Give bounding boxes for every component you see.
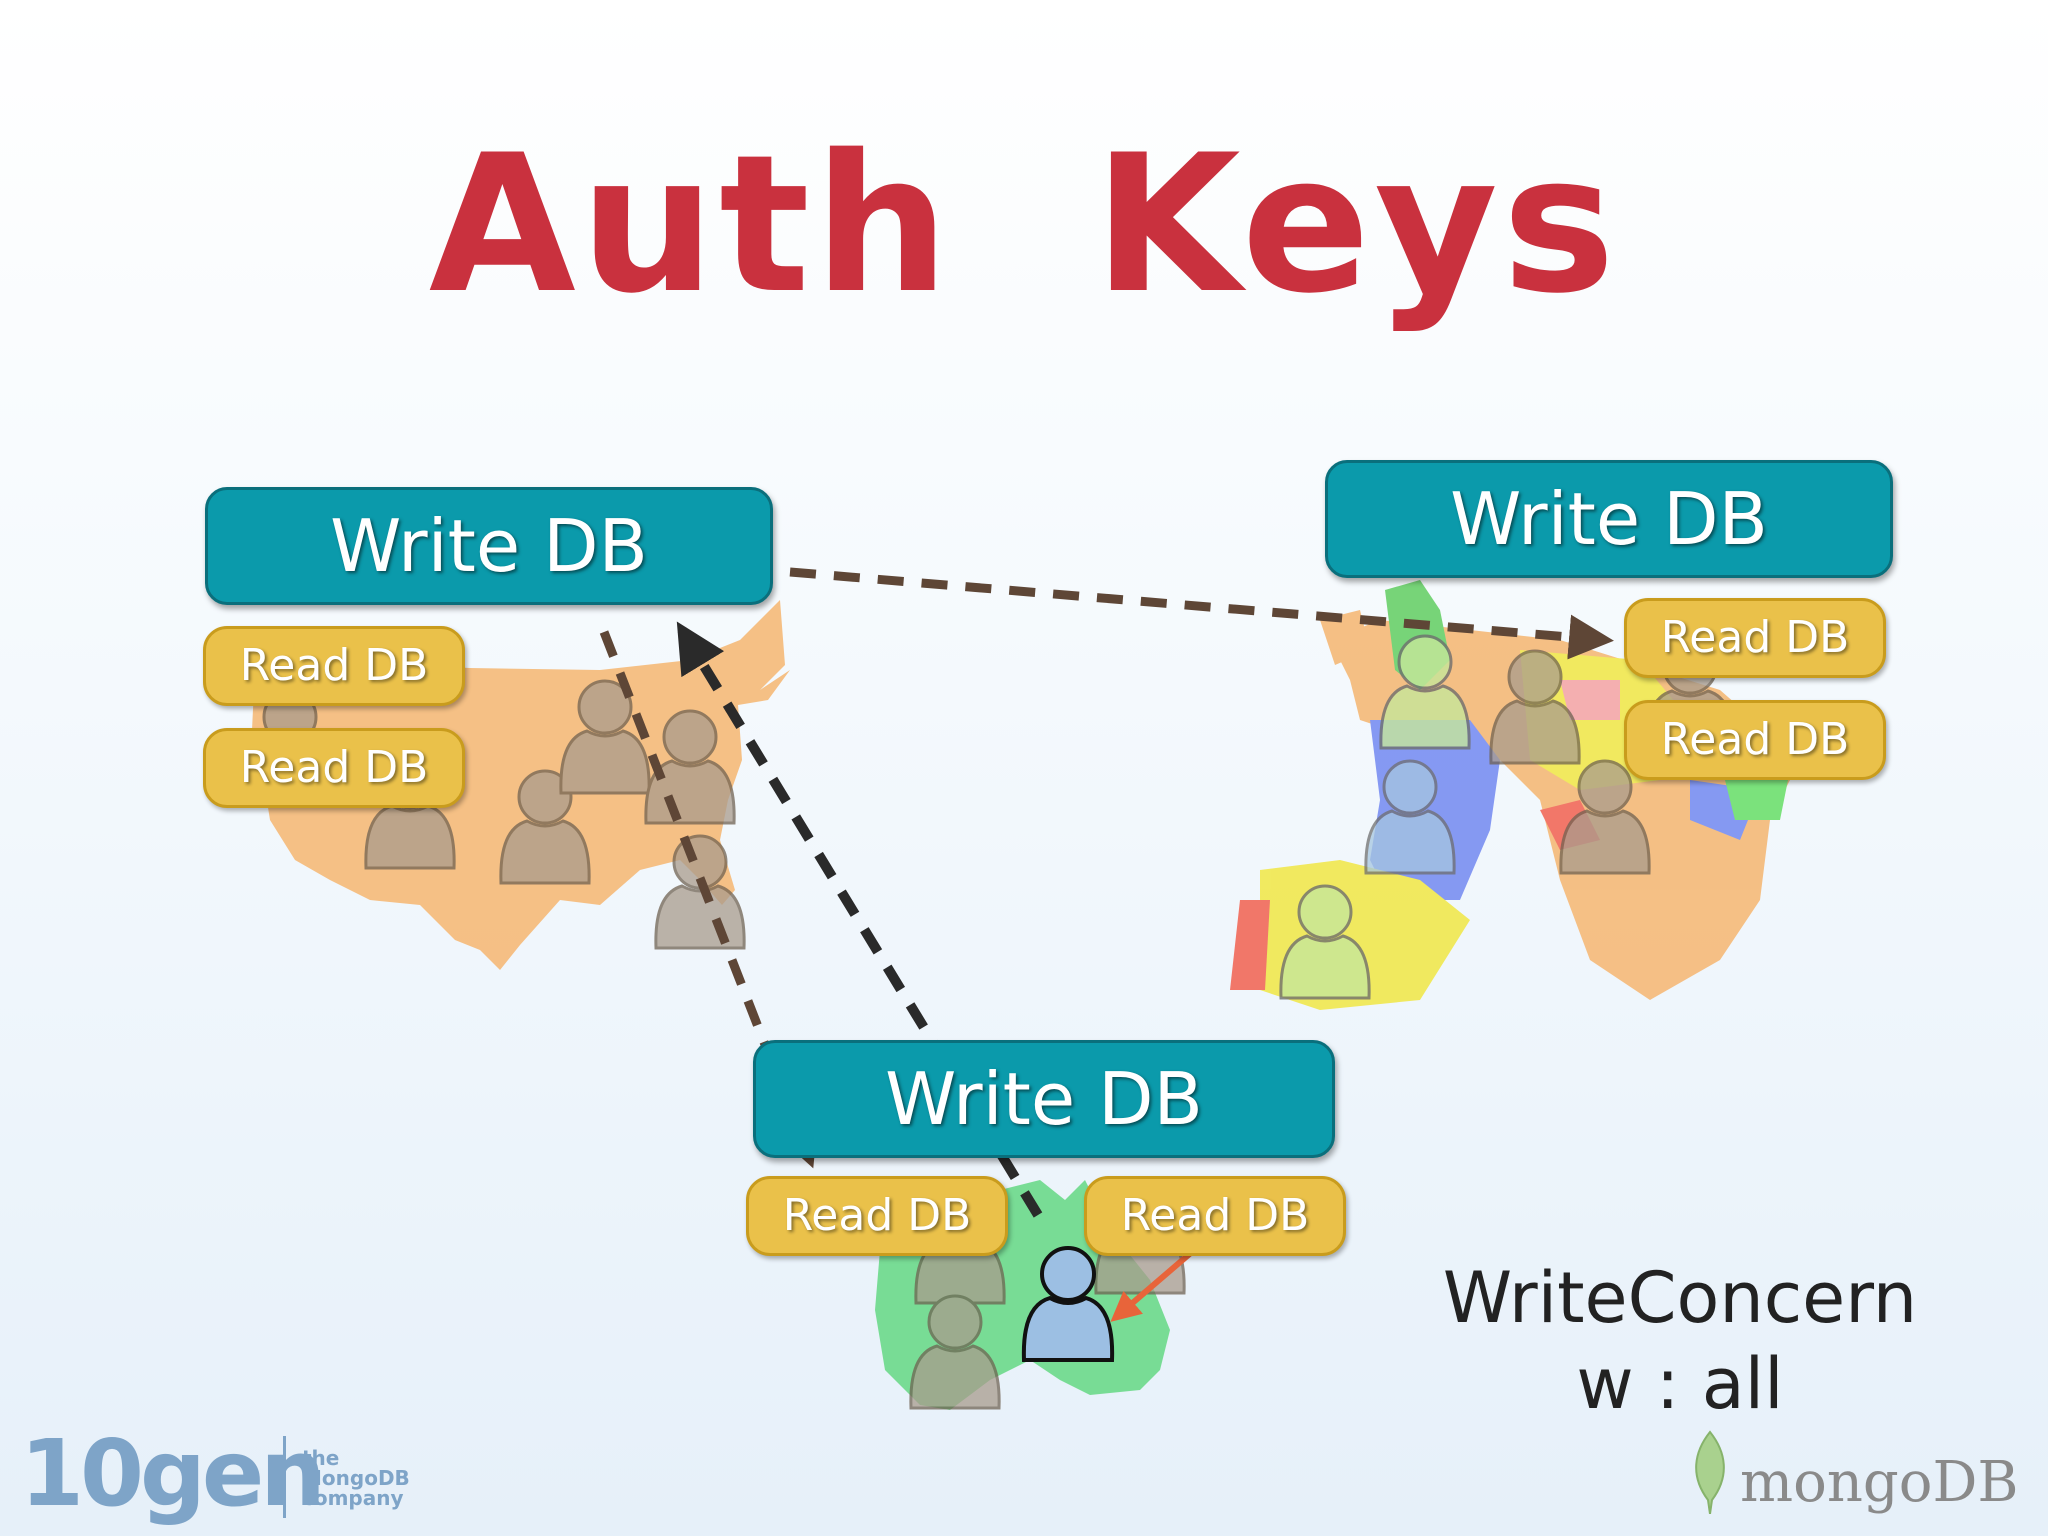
write-concern-title: WriteConcern — [1442, 1257, 1918, 1339]
read-db-usa-1: Read DB — [203, 626, 465, 706]
company-logo: 10gen — [20, 1420, 326, 1527]
write-concern-value: w : all — [1576, 1343, 1784, 1425]
user-pointer-arrow — [1110, 1242, 1202, 1322]
replication-arrow-usa-to-europe — [789, 567, 1614, 660]
read-db-usa-2: Read DB — [203, 728, 465, 808]
replication-arrow-usa-to-australia — [599, 630, 818, 1169]
write-db-usa: Write DB — [205, 487, 773, 605]
mongodb-leaf-icon — [1695, 1430, 1725, 1514]
write-db-europe: Write DB — [1325, 460, 1893, 578]
mongodb-logo: mongoDB — [1740, 1450, 2019, 1515]
write-db-australia: Write DB — [753, 1040, 1335, 1158]
read-db-europe-1: Read DB — [1624, 598, 1886, 678]
read-db-australia-2: Read DB — [1084, 1176, 1346, 1256]
read-db-europe-2: Read DB — [1624, 700, 1886, 780]
read-db-australia-1: Read DB — [746, 1176, 1008, 1256]
company-tagline: the MongoDB company — [302, 1446, 410, 1510]
write-concern-label: WriteConcern w : all — [1430, 1255, 1930, 1427]
slide-title: Auth Keys — [428, 114, 1620, 335]
logo-divider — [283, 1436, 286, 1518]
